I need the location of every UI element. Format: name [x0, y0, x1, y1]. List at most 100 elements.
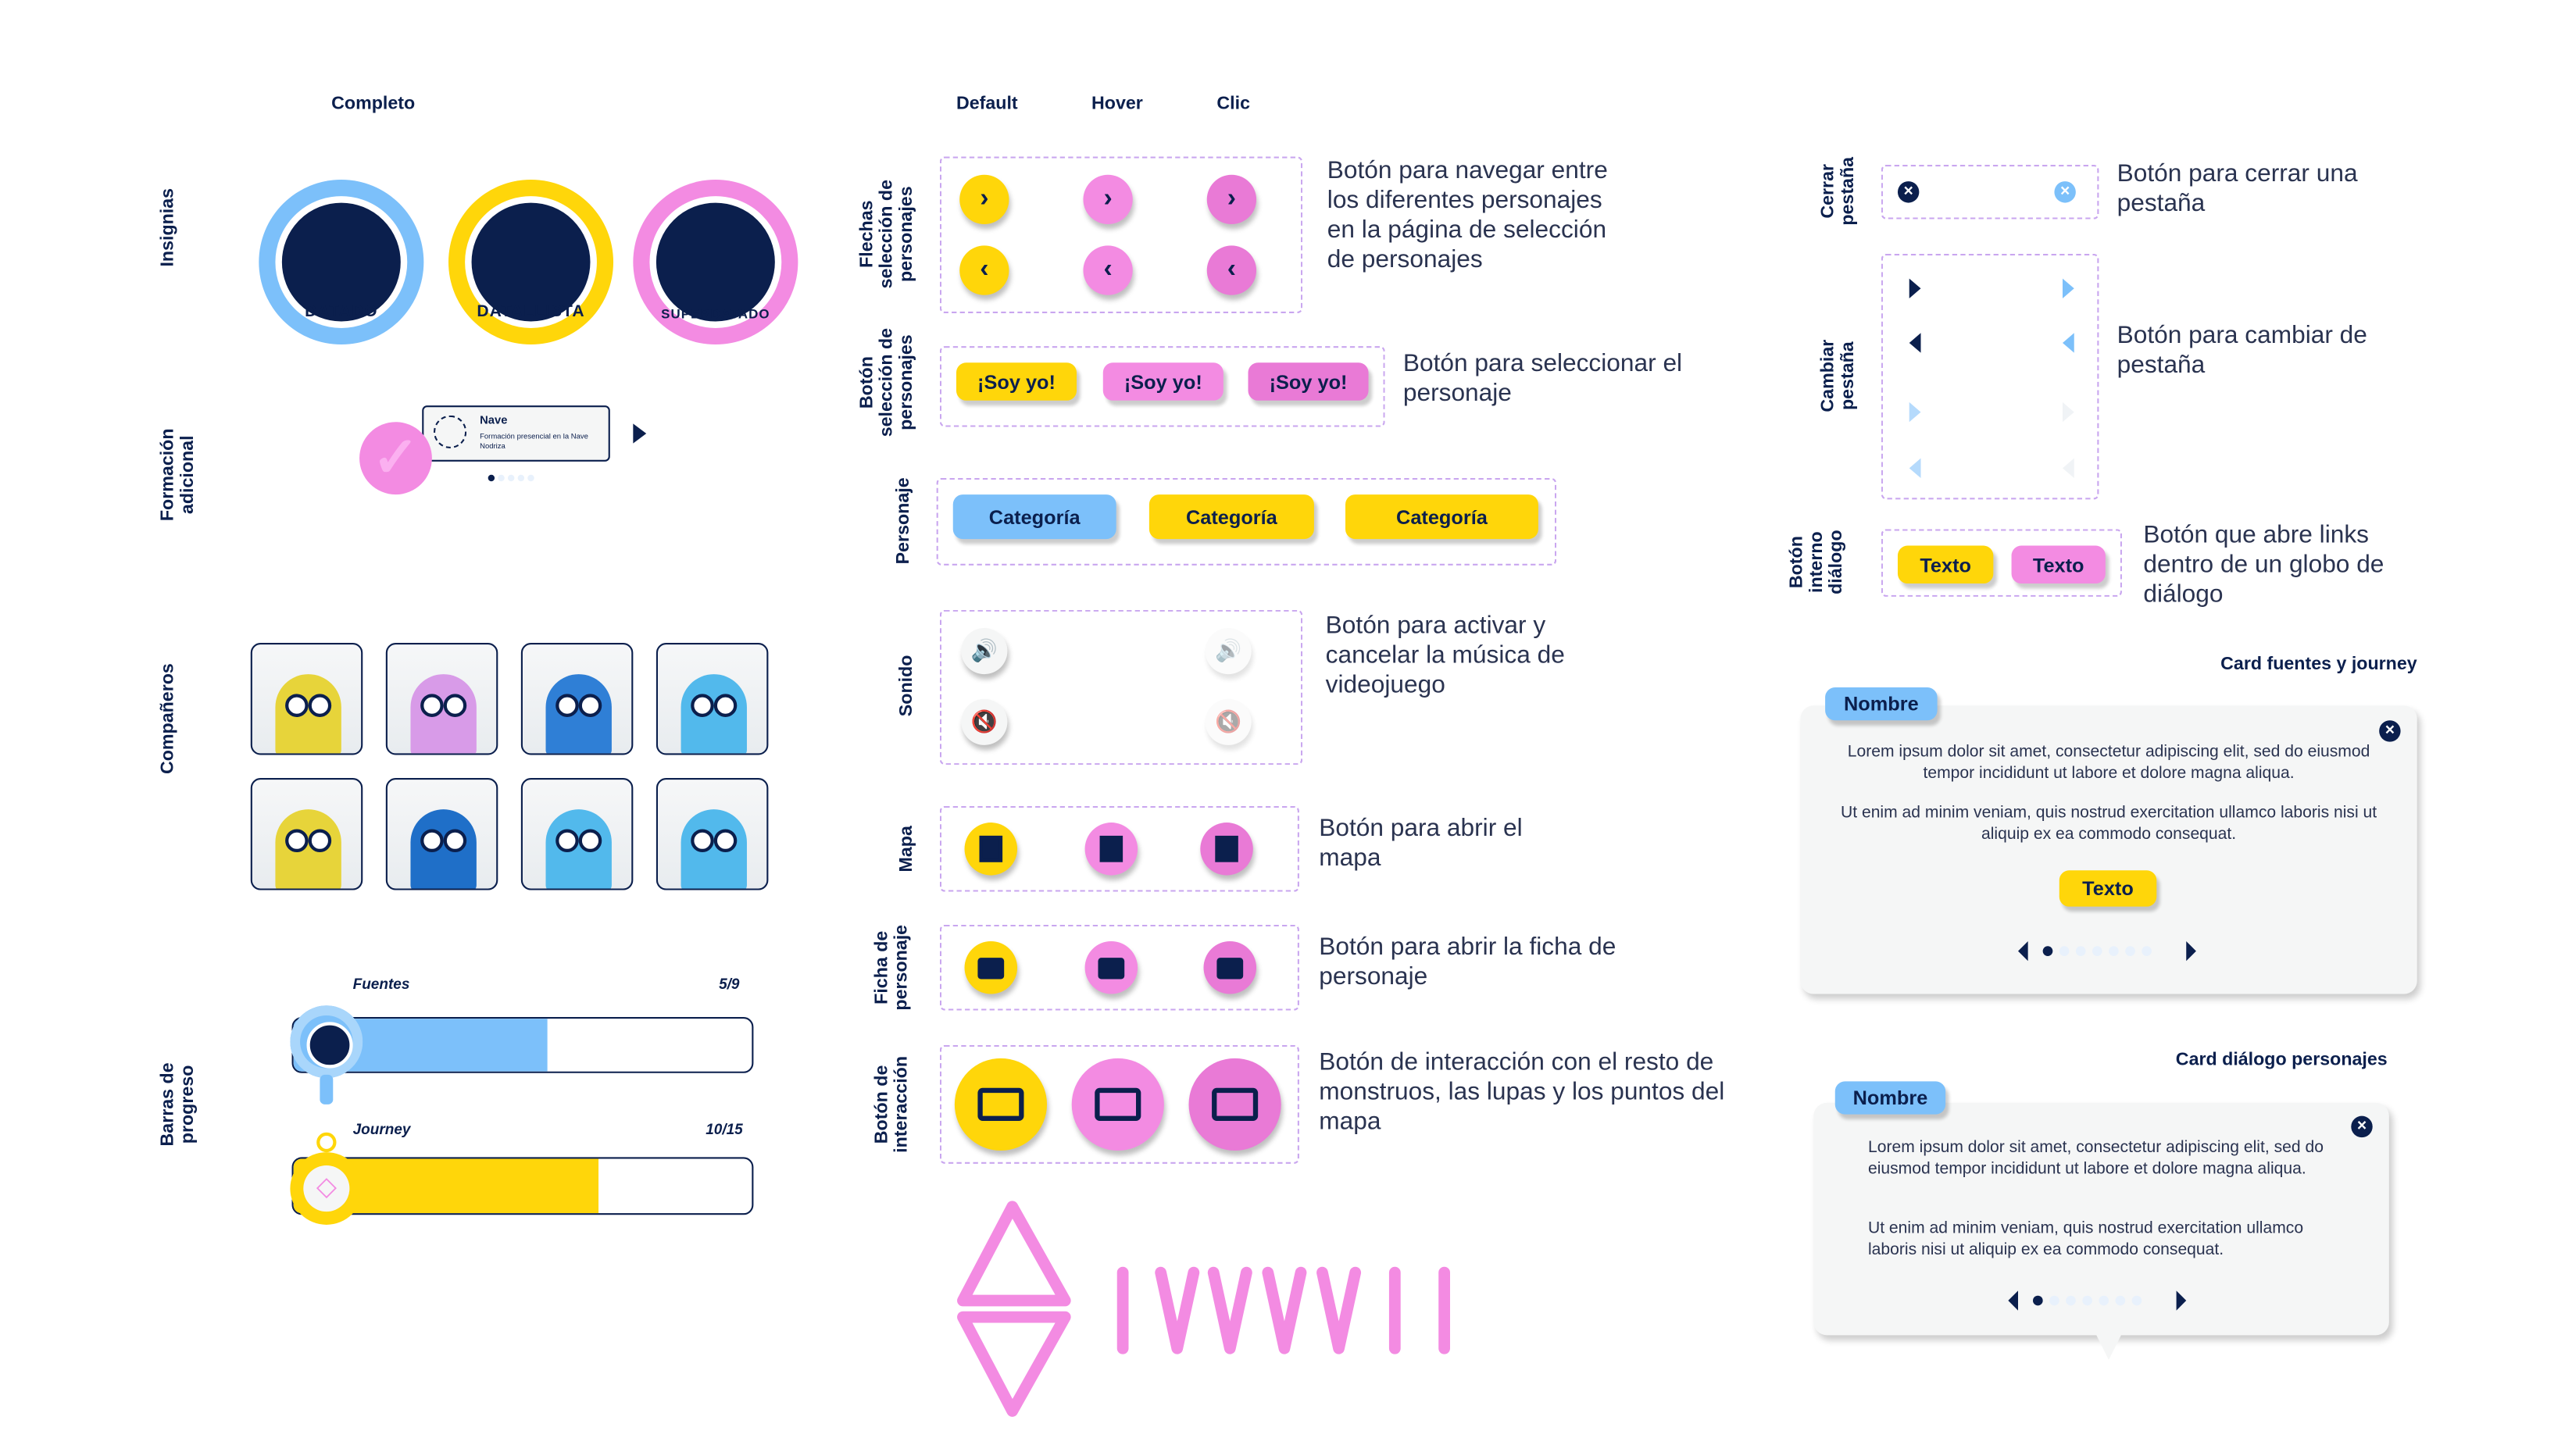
- mapa-group: [939, 805, 1299, 892]
- book-icon-default[interactable]: [964, 940, 1018, 994]
- page-dot[interactable]: [2115, 1295, 2126, 1306]
- tab-prev-hover-icon[interactable]: [2062, 333, 2074, 353]
- progress-journey-label: Journey: [352, 1121, 411, 1138]
- soy-yo-click[interactable]: ¡Soy yo!: [1248, 362, 1369, 401]
- book-icon-click[interactable]: [1203, 940, 1257, 994]
- card1-heading: Card fuentes y journey: [2220, 654, 2417, 675]
- close-icon[interactable]: ×: [2379, 720, 2401, 742]
- chat-icon-click[interactable]: [1188, 1058, 1281, 1151]
- page-dot[interactable]: [2075, 946, 2086, 956]
- categoria-default[interactable]: Categoría: [1148, 494, 1314, 540]
- prev-arrow-click[interactable]: ‹: [1206, 245, 1257, 295]
- card2-prev-icon[interactable]: [2008, 1290, 2019, 1311]
- card1-next-icon[interactable]: [2186, 940, 2196, 962]
- texto-button-hover[interactable]: Texto: [2011, 545, 2106, 584]
- close-icon[interactable]: ×: [1897, 181, 1920, 203]
- card2-paragraph-1: Lorem ipsum dolor sit amet, consectetur …: [1867, 1139, 2324, 1178]
- desc-flechas: Botón para navegar entre los diferentes …: [1327, 156, 1608, 274]
- label-mapa: Mapa: [897, 826, 917, 873]
- chat-icon-hover[interactable]: [1071, 1058, 1164, 1151]
- interno-group: [1881, 529, 2122, 597]
- card2-next-icon[interactable]: [2176, 1290, 2187, 1311]
- badge-datado: DATADO: [259, 180, 424, 345]
- monster-avatar: [410, 809, 477, 889]
- chat-icon-default[interactable]: [954, 1058, 1048, 1151]
- formacion-card[interactable]: Nave Formación presencial en la Nave Nod…: [422, 405, 610, 462]
- next-arrow-hover[interactable]: ›: [1083, 174, 1133, 225]
- prev-arrow-hover[interactable]: ‹: [1083, 245, 1133, 295]
- map-icon-hover[interactable]: [1084, 823, 1138, 876]
- tab-next-faint-icon: [2062, 401, 2074, 423]
- monster-avatar: [545, 674, 612, 754]
- cerrar-group: [1881, 165, 2099, 219]
- progress-journey-value: 10/15: [706, 1121, 743, 1138]
- page-dot[interactable]: [2142, 946, 2152, 956]
- card1-paragraph-2: Ut enim ad minim veniam, quis nostrud ex…: [1840, 804, 2377, 844]
- soy-yo-hover[interactable]: ¡Soy yo!: [1102, 362, 1223, 401]
- page-dot[interactable]: [2082, 1295, 2092, 1306]
- card-dialogo-personajes: × Lorem ipsum dolor sit amet, consectetu…: [1813, 1102, 2389, 1360]
- speech-tail: [2094, 1330, 2124, 1360]
- book-icon-hover[interactable]: [1084, 940, 1138, 994]
- page-dot[interactable]: [2109, 946, 2119, 956]
- page-dot[interactable]: [2066, 1295, 2076, 1306]
- companion-tile[interactable]: [385, 778, 498, 890]
- header-clic: Clic: [1216, 94, 1251, 114]
- card1-prev-icon[interactable]: [2018, 940, 2028, 962]
- page-dot[interactable]: [2049, 1295, 2059, 1306]
- next-arrow-click[interactable]: ›: [1206, 174, 1257, 225]
- next-arrow-default[interactable]: ›: [959, 174, 1009, 225]
- sound-off-icon[interactable]: 🔇: [961, 698, 1008, 745]
- texto-button-default[interactable]: Texto: [1897, 545, 1994, 584]
- map-icon-click[interactable]: [1200, 823, 1253, 876]
- badge-superdatado: SUPERDATADO: [633, 180, 798, 345]
- close-hover-icon[interactable]: ×: [2054, 181, 2076, 203]
- sound-on-icon[interactable]: 🔊: [961, 628, 1008, 675]
- companion-tile[interactable]: [520, 778, 634, 890]
- soy-yo-default[interactable]: ¡Soy yo!: [956, 362, 1077, 401]
- close-icon[interactable]: ×: [2351, 1115, 2373, 1138]
- page-dot[interactable]: [2099, 1295, 2109, 1306]
- formacion-title: Nave: [480, 415, 508, 427]
- desc-sonido: Botón para activar y cancelar la música …: [1325, 611, 1565, 699]
- page-dot[interactable]: [2125, 946, 2135, 956]
- categoria-selected[interactable]: Categoría: [952, 494, 1116, 540]
- empty-slot-icon: [434, 415, 467, 449]
- desc-interno: Botón que abre links dentro de un globo …: [2143, 520, 2384, 608]
- companion-tile[interactable]: [656, 643, 769, 755]
- companion-tile[interactable]: [250, 778, 363, 890]
- categoria-hover[interactable]: Categoría: [1345, 494, 1538, 540]
- companion-tile[interactable]: [250, 643, 363, 755]
- label-interaccion: Botón de interacción: [872, 1055, 912, 1153]
- prev-arrow-default[interactable]: ‹: [959, 245, 1009, 295]
- tab-next-icon[interactable]: [1909, 278, 1921, 298]
- interaccion-group: [939, 1044, 1299, 1164]
- page-dot[interactable]: [2092, 946, 2102, 956]
- page-dot[interactable]: [2033, 1295, 2043, 1306]
- sound-on-disabled-icon[interactable]: 🔊: [1205, 628, 1252, 675]
- page-dot[interactable]: [2042, 946, 2053, 956]
- card1-texto-button[interactable]: Texto: [2059, 870, 2157, 907]
- data-cube-icon: [275, 196, 408, 328]
- page-dot[interactable]: [2131, 1295, 2142, 1306]
- sound-off-disabled-icon[interactable]: 🔇: [1205, 698, 1252, 745]
- sonido-group: [939, 609, 1303, 765]
- companion-tile[interactable]: [385, 643, 498, 755]
- companion-tile[interactable]: [656, 778, 769, 890]
- monster-avatar: [545, 809, 612, 889]
- formacion-pagination: [488, 474, 534, 482]
- companion-tile[interactable]: [520, 643, 634, 755]
- badge-datallista: DATALLISTA: [448, 180, 614, 345]
- page-dot[interactable]: [2059, 946, 2070, 956]
- monster-avatar: [681, 809, 747, 889]
- tab-prev-icon[interactable]: [1909, 333, 1921, 353]
- tab-next-hover-icon[interactable]: [2062, 278, 2074, 298]
- header-completo: Completo: [331, 94, 416, 114]
- card1-name-tab: Nombre: [1825, 687, 1938, 721]
- card1-pagination: [2042, 946, 2152, 956]
- next-arrow[interactable]: [633, 423, 647, 444]
- monster-avatar: [681, 674, 747, 754]
- label-cerrar: Cerrar pestaña: [1818, 156, 1859, 226]
- map-icon-default[interactable]: [964, 823, 1018, 876]
